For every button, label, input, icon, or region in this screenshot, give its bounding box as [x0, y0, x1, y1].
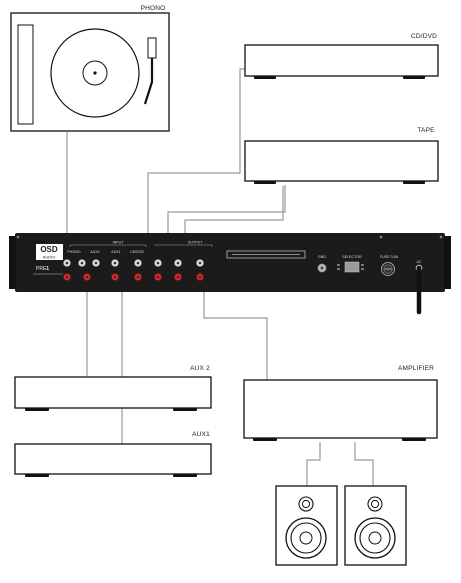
model-fineprint	[33, 273, 63, 275]
rca-jack-icon	[111, 259, 119, 267]
aux1-device: AUX1	[14, 431, 212, 477]
rca-jack-icon	[63, 259, 71, 267]
aux2-foot-left	[25, 408, 49, 411]
tape-deck: TAPE	[244, 127, 439, 184]
rca-jack-icon	[174, 259, 182, 267]
aux1-foot-right	[173, 474, 197, 477]
amplifier-foot-right	[402, 438, 426, 441]
tape-label: TAPE	[417, 127, 435, 134]
voltage-selector-switch[interactable]	[344, 261, 360, 273]
speaker-left	[275, 485, 338, 566]
rca-jack-icon	[154, 273, 162, 281]
wire-speaker-right	[354, 442, 374, 486]
rca-jacks	[63, 259, 204, 281]
rca-jack-icon	[174, 273, 182, 281]
rca-jack-icon	[196, 273, 204, 281]
tape-body	[244, 140, 439, 182]
speaker-right	[344, 485, 407, 566]
fuse-label: FUSE 0.5A	[380, 255, 399, 259]
screw-icon	[439, 235, 443, 239]
cd-dvd-label: CD/DVD	[411, 33, 437, 40]
screw-icon	[379, 235, 383, 239]
preamp-body	[15, 233, 445, 292]
jack-label-phono: PHONO	[67, 250, 80, 254]
phono-turntable: PHONO	[10, 5, 170, 132]
output-header: OUTPUT	[188, 241, 204, 245]
gnd-label: GND	[318, 255, 326, 259]
preamp-rear-panel: OSD AUDIO PRE1 INPUT OUTPUT PHONO AUX2 A…	[9, 233, 451, 315]
fuse-holder-icon	[381, 262, 395, 276]
rca-jack-icon	[92, 259, 100, 267]
phono-label: PHONO	[141, 5, 166, 12]
svg-text:OSD: OSD	[40, 245, 58, 254]
amplifier-label: AMPLIFIER	[398, 365, 434, 372]
warning-fineprint	[232, 254, 300, 255]
ac-label: AC	[417, 260, 422, 264]
tape-foot-left	[254, 181, 276, 184]
aux2-foot-right	[173, 408, 197, 411]
wire-cd-dvd	[147, 68, 245, 262]
tonearm-base	[147, 37, 157, 59]
aux1-foot-left	[25, 474, 49, 477]
turntable-side-panel	[17, 24, 34, 125]
rca-jack-icon	[63, 273, 71, 281]
woofer-icon	[354, 517, 396, 559]
rca-jack-icon	[134, 273, 142, 281]
amplifier-foot-left	[253, 438, 277, 441]
ground-terminal-icon	[317, 263, 327, 273]
tweeter-icon	[298, 496, 314, 512]
connection-wires	[66, 68, 374, 486]
jack-label-aux1: AUX1	[111, 250, 120, 254]
tape-foot-right	[403, 181, 425, 184]
input-header: INPUT	[113, 241, 125, 245]
tweeter-icon	[367, 496, 383, 512]
woofer-icon	[285, 517, 327, 559]
wire-speaker-left	[306, 442, 321, 486]
aux2-device: AUX 2	[14, 365, 212, 411]
jack-label-cd-dvd: CD/DVD	[130, 250, 144, 254]
cd-dvd-player: CD/DVD	[244, 33, 439, 79]
tonearm	[143, 58, 154, 105]
rca-jack-icon	[111, 273, 119, 281]
preamp-ear-right	[444, 236, 451, 289]
cd-dvd-foot-left	[254, 76, 276, 79]
osd-audio-logo: OSD AUDIO	[33, 244, 63, 260]
aux2-label: AUX 2	[190, 365, 210, 372]
cd-dvd-body	[244, 44, 439, 77]
preamp-ear-left	[9, 236, 16, 289]
rca-jack-icon	[196, 259, 204, 267]
svg-text:AUDIO: AUDIO	[43, 255, 56, 260]
cd-dvd-foot-right	[403, 76, 425, 79]
rca-jack-icon	[83, 273, 91, 281]
aux2-body	[14, 376, 212, 409]
aux1-label: AUX1	[192, 431, 210, 438]
amplifier-body	[243, 379, 438, 439]
jack-label-aux2: AUX2	[90, 250, 99, 254]
aux1-body	[14, 443, 212, 475]
turntable-spindle	[93, 71, 97, 75]
wire-amplifier	[203, 270, 268, 380]
model-name: PRE1	[36, 266, 49, 272]
screw-icon	[16, 235, 20, 239]
rca-jack-icon	[134, 259, 142, 267]
amplifier-device: AMPLIFIER	[243, 365, 438, 441]
selector-label: SELECTOR	[342, 255, 362, 259]
rca-jack-icon	[154, 259, 162, 267]
rca-jack-icon	[78, 259, 86, 267]
